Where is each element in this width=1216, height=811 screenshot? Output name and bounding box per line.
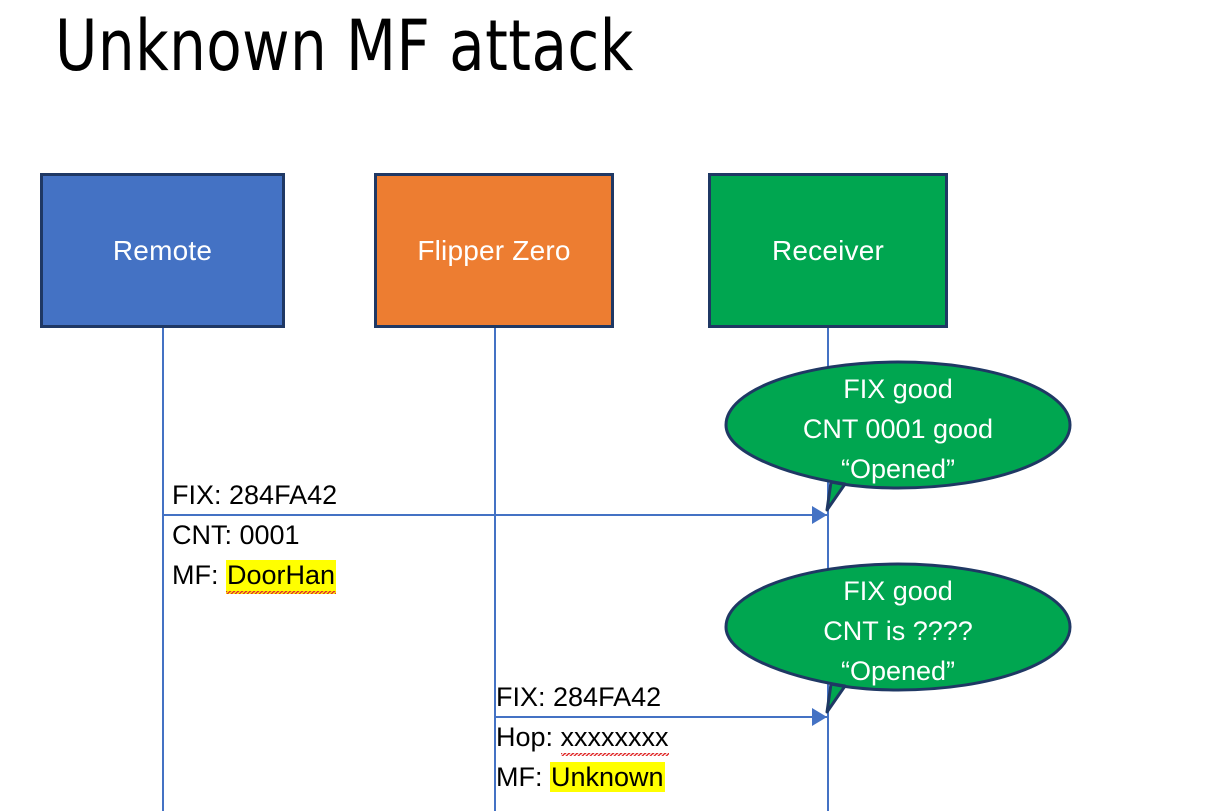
message-arrowhead-2	[812, 708, 827, 726]
value-cnt-1: 0001	[239, 520, 300, 550]
speech-bubble-shape-2	[724, 562, 1072, 714]
message-arrow-line-2	[495, 716, 827, 718]
value-mf-1: DoorHan	[226, 560, 337, 594]
actor-box-receiver[interactable]: Receiver	[708, 173, 948, 328]
actor-label-flipper: Flipper Zero	[417, 234, 571, 266]
message-arrowhead-1	[812, 506, 827, 524]
message-line-mf-1: MF: DoorHan	[172, 555, 337, 595]
message-line-hop-2: Hop: xxxxxxxx	[496, 717, 669, 757]
message-line-fix-2: FIX: 284FA42	[496, 682, 662, 712]
actor-label-receiver: Receiver	[771, 234, 885, 266]
message-line-cnt-1: CNT: 0001	[172, 520, 300, 550]
actor-label-remote: Remote	[112, 234, 213, 266]
speech-bubble-receiver-1: FIX good CNT 0001 good “Opened”	[723, 360, 1073, 520]
message-arrow-line-1	[163, 514, 827, 516]
message-label-1: FIX: 284FA42 CNT: 0001 MF: DoorHan	[172, 475, 337, 595]
value-mf-2: Unknown	[550, 762, 665, 792]
actor-box-remote[interactable]: Remote	[40, 173, 285, 328]
message-line-fix-1: FIX: 284FA42	[172, 480, 338, 510]
value-hop-2: xxxxxxxx	[560, 722, 669, 756]
value-fix-1: 284FA42	[229, 480, 338, 510]
page-title: Unknown MF attack	[55, 5, 634, 87]
speech-bubble-shape-1	[724, 360, 1072, 512]
lifeline-flipper	[494, 326, 496, 811]
value-fix-2: 284FA42	[553, 682, 662, 712]
speech-bubble-receiver-2: FIX good CNT is ???? “Opened”	[723, 562, 1073, 722]
actor-box-flipper[interactable]: Flipper Zero	[374, 173, 614, 328]
message-line-mf-2: MF: Unknown	[496, 762, 665, 792]
message-label-2: FIX: 284FA42 Hop: xxxxxxxx MF: Unknown	[496, 677, 669, 797]
lifeline-remote	[162, 326, 164, 811]
